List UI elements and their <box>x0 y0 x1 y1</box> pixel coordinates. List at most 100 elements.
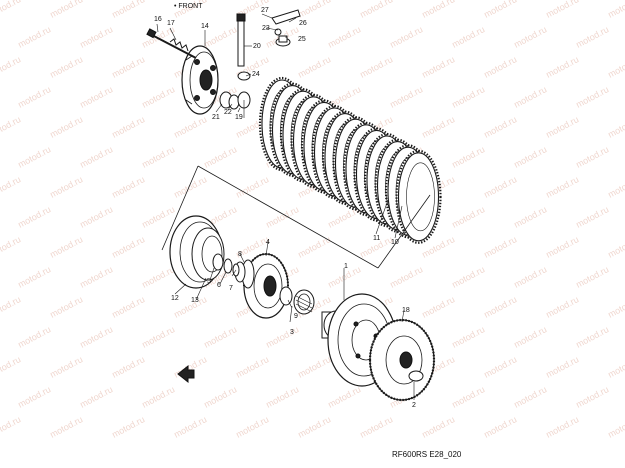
callout-11: 11 <box>373 235 380 242</box>
watermark-text: motod.ru <box>512 144 548 170</box>
watermark-text: motod.ru <box>450 84 486 110</box>
watermark-text: motod.ru <box>606 54 625 80</box>
watermark-text: motod.ru <box>0 294 22 320</box>
watermark-text: motod.ru <box>606 0 625 20</box>
watermark-text: motod.ru <box>296 54 332 80</box>
watermark-text: motod.ru <box>140 84 176 110</box>
watermark-text: motod.ru <box>358 0 394 20</box>
watermark-text: motod.ru <box>78 24 114 50</box>
watermark-text: motod.ru <box>78 84 114 110</box>
leader-line <box>209 267 215 281</box>
watermark-text: motod.ru <box>482 414 518 440</box>
watermark-text: motod.ru <box>574 204 610 230</box>
clutch-plate-stack <box>258 76 442 244</box>
watermark-text: motod.ru <box>512 264 548 290</box>
callout-20: 20 <box>253 43 261 50</box>
watermark-text: motod.ru <box>420 114 456 140</box>
watermark-text: motod.ru <box>0 414 22 440</box>
watermark-text: motod.ru <box>202 384 238 410</box>
release-rod <box>236 13 251 81</box>
watermark-text: motod.ru <box>172 414 208 440</box>
callout-16: 16 <box>154 16 162 23</box>
watermark-text: motod.ru <box>140 144 176 170</box>
watermark-text: motod.ru <box>48 234 84 260</box>
watermark-text: motod.ru <box>234 414 270 440</box>
watermark-text: motod.ru <box>0 354 22 380</box>
watermark-text: motod.ru <box>606 234 625 260</box>
watermark-text: motod.ru <box>512 24 548 50</box>
watermark-text: motod.ru <box>78 324 114 350</box>
watermark-text: motod.ru <box>140 384 176 410</box>
leader-line <box>375 199 389 235</box>
callout-14: 14 <box>201 23 209 30</box>
watermark-text: motod.ru <box>450 264 486 290</box>
watermark-text: motod.ru <box>0 234 22 260</box>
watermark-text: motod.ru <box>512 84 548 110</box>
callout-26: 26 <box>299 20 307 27</box>
leader-line <box>288 17 297 23</box>
watermark-text: motod.ru <box>110 0 146 20</box>
watermark-text: motod.ru <box>264 384 300 410</box>
callout-21: 21 <box>212 114 220 121</box>
watermark-text: motod.ru <box>358 54 394 80</box>
clutch-plate <box>395 149 442 244</box>
callout-4: 4 <box>266 239 270 246</box>
watermark-text: motod.ru <box>140 324 176 350</box>
leader-line <box>265 241 269 257</box>
callout-1: 1 <box>344 263 348 270</box>
watermark-text: motod.ru <box>450 24 486 50</box>
starter-driven-gear <box>368 318 436 402</box>
watermark-text: motod.ru <box>450 144 486 170</box>
watermark-text: motod.ru <box>78 144 114 170</box>
watermark-text: motod.ru <box>482 0 518 20</box>
plate-stack-frame <box>161 165 431 269</box>
watermark-text: motod.ru <box>388 84 424 110</box>
watermark-text: motod.ru <box>450 384 486 410</box>
watermark-text: motod.ru <box>544 0 580 20</box>
watermark-text: motod.ru <box>544 414 580 440</box>
watermark-text: motod.ru <box>264 204 300 230</box>
leader-line <box>237 107 241 113</box>
leader-lines <box>156 13 415 400</box>
leader-line <box>401 309 405 323</box>
callout-22: 22 <box>224 109 232 116</box>
watermark-text: motod.ru <box>0 174 22 200</box>
watermark-text: motod.ru <box>450 324 486 350</box>
spring-washer-set <box>169 215 225 289</box>
watermark-text: motod.ru <box>544 174 580 200</box>
watermark-text: motod.ru <box>110 54 146 80</box>
watermark-text: motod.ru <box>512 204 548 230</box>
diagram-caption: RF600RS E28_020 <box>392 450 462 459</box>
watermark-text: motod.ru <box>450 204 486 230</box>
watermark-text: motod.ru <box>234 354 270 380</box>
watermark-text: motod.ru <box>48 0 84 20</box>
watermark-text: motod.ru <box>110 294 146 320</box>
leader-line <box>215 103 223 113</box>
watermark-text: motod.ru <box>0 0 22 20</box>
watermark-text: motod.ru <box>606 174 625 200</box>
leader-line <box>394 205 403 239</box>
watermark-text: motod.ru <box>48 114 84 140</box>
watermark-text: motod.ru <box>16 84 52 110</box>
watermark-text: motod.ru <box>606 114 625 140</box>
watermark-text: motod.ru <box>48 414 84 440</box>
callout-8: 8 <box>238 251 242 258</box>
watermark-text: motod.ru <box>16 324 52 350</box>
watermark-text: motod.ru <box>420 414 456 440</box>
watermark-text: motod.ru <box>16 384 52 410</box>
watermark-text: motod.ru <box>574 324 610 350</box>
watermark-text: motod.ru <box>420 0 456 20</box>
watermark-text: motod.ru <box>78 384 114 410</box>
callout-3: 3 <box>290 329 294 336</box>
watermark-text: motod.ru <box>296 414 332 440</box>
watermark-text: motod.ru <box>172 174 208 200</box>
watermark-text: motod.ru <box>388 24 424 50</box>
callout-13: 13 <box>191 297 199 304</box>
watermark-text: motod.ru <box>0 114 22 140</box>
watermark-text: motod.ru <box>110 414 146 440</box>
leader-line <box>287 299 293 309</box>
watermark-text: motod.ru <box>48 174 84 200</box>
leader-line <box>174 283 187 295</box>
watermark-text: motod.ru <box>482 174 518 200</box>
